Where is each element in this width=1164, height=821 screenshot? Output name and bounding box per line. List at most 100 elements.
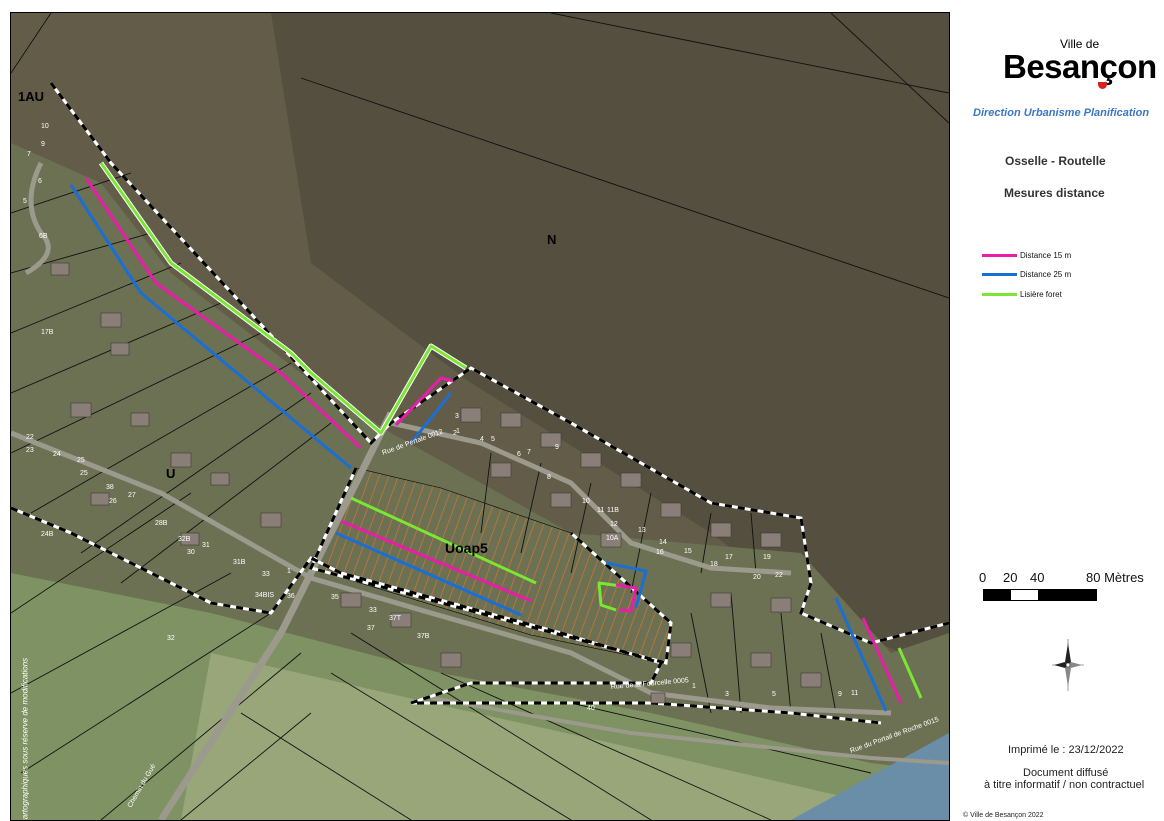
svg-text:9: 9 (41, 141, 45, 148)
legend-item-distance-15m: Distance 15 m (982, 249, 1071, 261)
zone-label-1au: 1AU (18, 89, 44, 104)
svg-text:25: 25 (77, 457, 85, 464)
svg-text:5: 5 (23, 198, 27, 205)
road (430, 696, 949, 765)
svg-text:1: 1 (456, 428, 460, 435)
svg-text:19: 19 (763, 554, 771, 561)
svg-text:35: 35 (331, 594, 339, 601)
svg-text:25: 25 (80, 470, 88, 477)
svg-text:31B: 31B (233, 559, 246, 566)
scale-label-80: 80 Mètres (1086, 570, 1144, 585)
svg-text:16: 16 (656, 549, 664, 556)
svg-text:11B: 11B (607, 507, 619, 514)
distance-25m-line (834, 597, 888, 712)
svg-text:9: 9 (555, 444, 559, 451)
map-title: Mesures distance (1004, 186, 1105, 200)
svg-text:37B: 37B (417, 633, 430, 640)
svg-text:36: 36 (287, 593, 295, 600)
scale-label-0: 0 (979, 570, 987, 585)
river (791, 733, 949, 820)
svg-text:6B: 6B (39, 233, 48, 240)
svg-text:7: 7 (527, 449, 531, 456)
svg-text:32B: 32B (178, 536, 191, 543)
place-title: Osselle - Routelle (1005, 154, 1106, 168)
map-view[interactable]: N U 1AU Uoap5 Rue de Pertale 0012 Rue de… (10, 12, 950, 821)
legend-swatch (982, 272, 1017, 276)
logo-accent (1098, 82, 1107, 89)
svg-text:10A: 10A (606, 535, 619, 542)
svg-text:34BIS: 34BIS (255, 592, 274, 599)
legend-item-distance-25m: Distance 25 m (982, 268, 1071, 280)
svg-text:9: 9 (838, 691, 842, 698)
parcel-numbers: 10 9 7 6 5 6B 17B 22 23 24 25 25 38 26 2… (23, 123, 858, 712)
svg-text:11: 11 (597, 507, 604, 514)
svg-text:33: 33 (369, 607, 377, 614)
svg-text:26: 26 (109, 498, 117, 505)
svg-text:6: 6 (517, 451, 521, 458)
aerial-map: N U 1AU Uoap5 Rue de Pertale 0012 Rue de… (11, 13, 949, 820)
scale-label-40: 40 (1030, 570, 1045, 585)
svg-text:18: 18 (710, 561, 718, 568)
svg-text:27: 27 (128, 492, 136, 499)
legend-swatch (982, 253, 1017, 257)
svg-text:6: 6 (38, 178, 42, 185)
svg-text:37: 37 (367, 625, 375, 632)
logo-besancon: Besançon (1003, 48, 1157, 85)
disclaimer-line1: Document diffusé (1023, 767, 1109, 779)
svg-text:40: 40 (587, 705, 595, 712)
svg-text:8: 8 (547, 474, 551, 481)
svg-text:14: 14 (659, 539, 667, 546)
zone-label-oap: Uoap5 (445, 540, 488, 556)
print-date: Imprimé le : 23/12/2022 (1008, 744, 1124, 756)
scale-label-20: 20 (1003, 570, 1018, 585)
field-area (181, 653, 871, 820)
road (11, 430, 892, 716)
svg-text:3: 3 (725, 691, 729, 698)
lisiere-foret-line (597, 581, 622, 612)
svg-text:13: 13 (638, 527, 646, 534)
svg-text:38: 38 (106, 484, 114, 491)
distance-25m-line (605, 561, 648, 609)
distance-15m-line (394, 376, 454, 427)
svg-text:31: 31 (202, 542, 210, 549)
svg-text:20: 20 (753, 574, 761, 581)
legend-item-lisiere-foret: Lisière foret (982, 288, 1062, 300)
svg-text:23: 23 (26, 447, 34, 454)
distance-15m-line (340, 519, 532, 603)
disclaimer-line2: à titre informatif / non contractuel (984, 779, 1145, 791)
svg-text:7: 7 (27, 151, 31, 158)
scale-bar (983, 589, 1097, 601)
direction-title: Direction Urbanisme Planification (973, 107, 1150, 119)
zone-label-n: N (547, 232, 556, 247)
road (24, 161, 51, 276)
map-disclaimer: Données cartographiques sous réserve de … (20, 657, 30, 821)
svg-text:22: 22 (26, 434, 34, 441)
svg-text:11: 11 (851, 690, 858, 697)
distance-25m-line (335, 531, 522, 617)
distance-15m-line (84, 177, 363, 450)
legend-label: Lisière foret (1020, 289, 1062, 299)
copyright: © Ville de Besançon 2022 (963, 812, 1044, 819)
svg-text:15: 15 (684, 548, 692, 555)
logo-ville-de: Ville de (1060, 37, 1100, 51)
side-panel (958, 0, 1164, 821)
lisiere-foret-line (897, 647, 923, 699)
lisiere-foret-line (350, 496, 537, 585)
distance-25m-line (409, 392, 453, 444)
svg-text:2: 2 (453, 430, 457, 437)
svg-text:12: 12 (610, 521, 618, 528)
svg-text:10: 10 (582, 498, 590, 505)
distance-25m-line (69, 184, 352, 470)
svg-text:5: 5 (772, 691, 776, 698)
legend-label: Distance 25 m (1020, 269, 1072, 279)
svg-text:1: 1 (287, 568, 291, 575)
svg-text:33: 33 (262, 571, 270, 578)
svg-text:28B: 28B (155, 520, 168, 527)
legend-swatch (982, 292, 1017, 296)
svg-text:17: 17 (725, 554, 733, 561)
svg-text:24B: 24B (41, 531, 54, 538)
svg-text:5: 5 (491, 436, 495, 443)
svg-text:4: 4 (480, 436, 484, 443)
svg-text:22: 22 (775, 572, 783, 579)
svg-text:37T: 37T (389, 615, 402, 622)
